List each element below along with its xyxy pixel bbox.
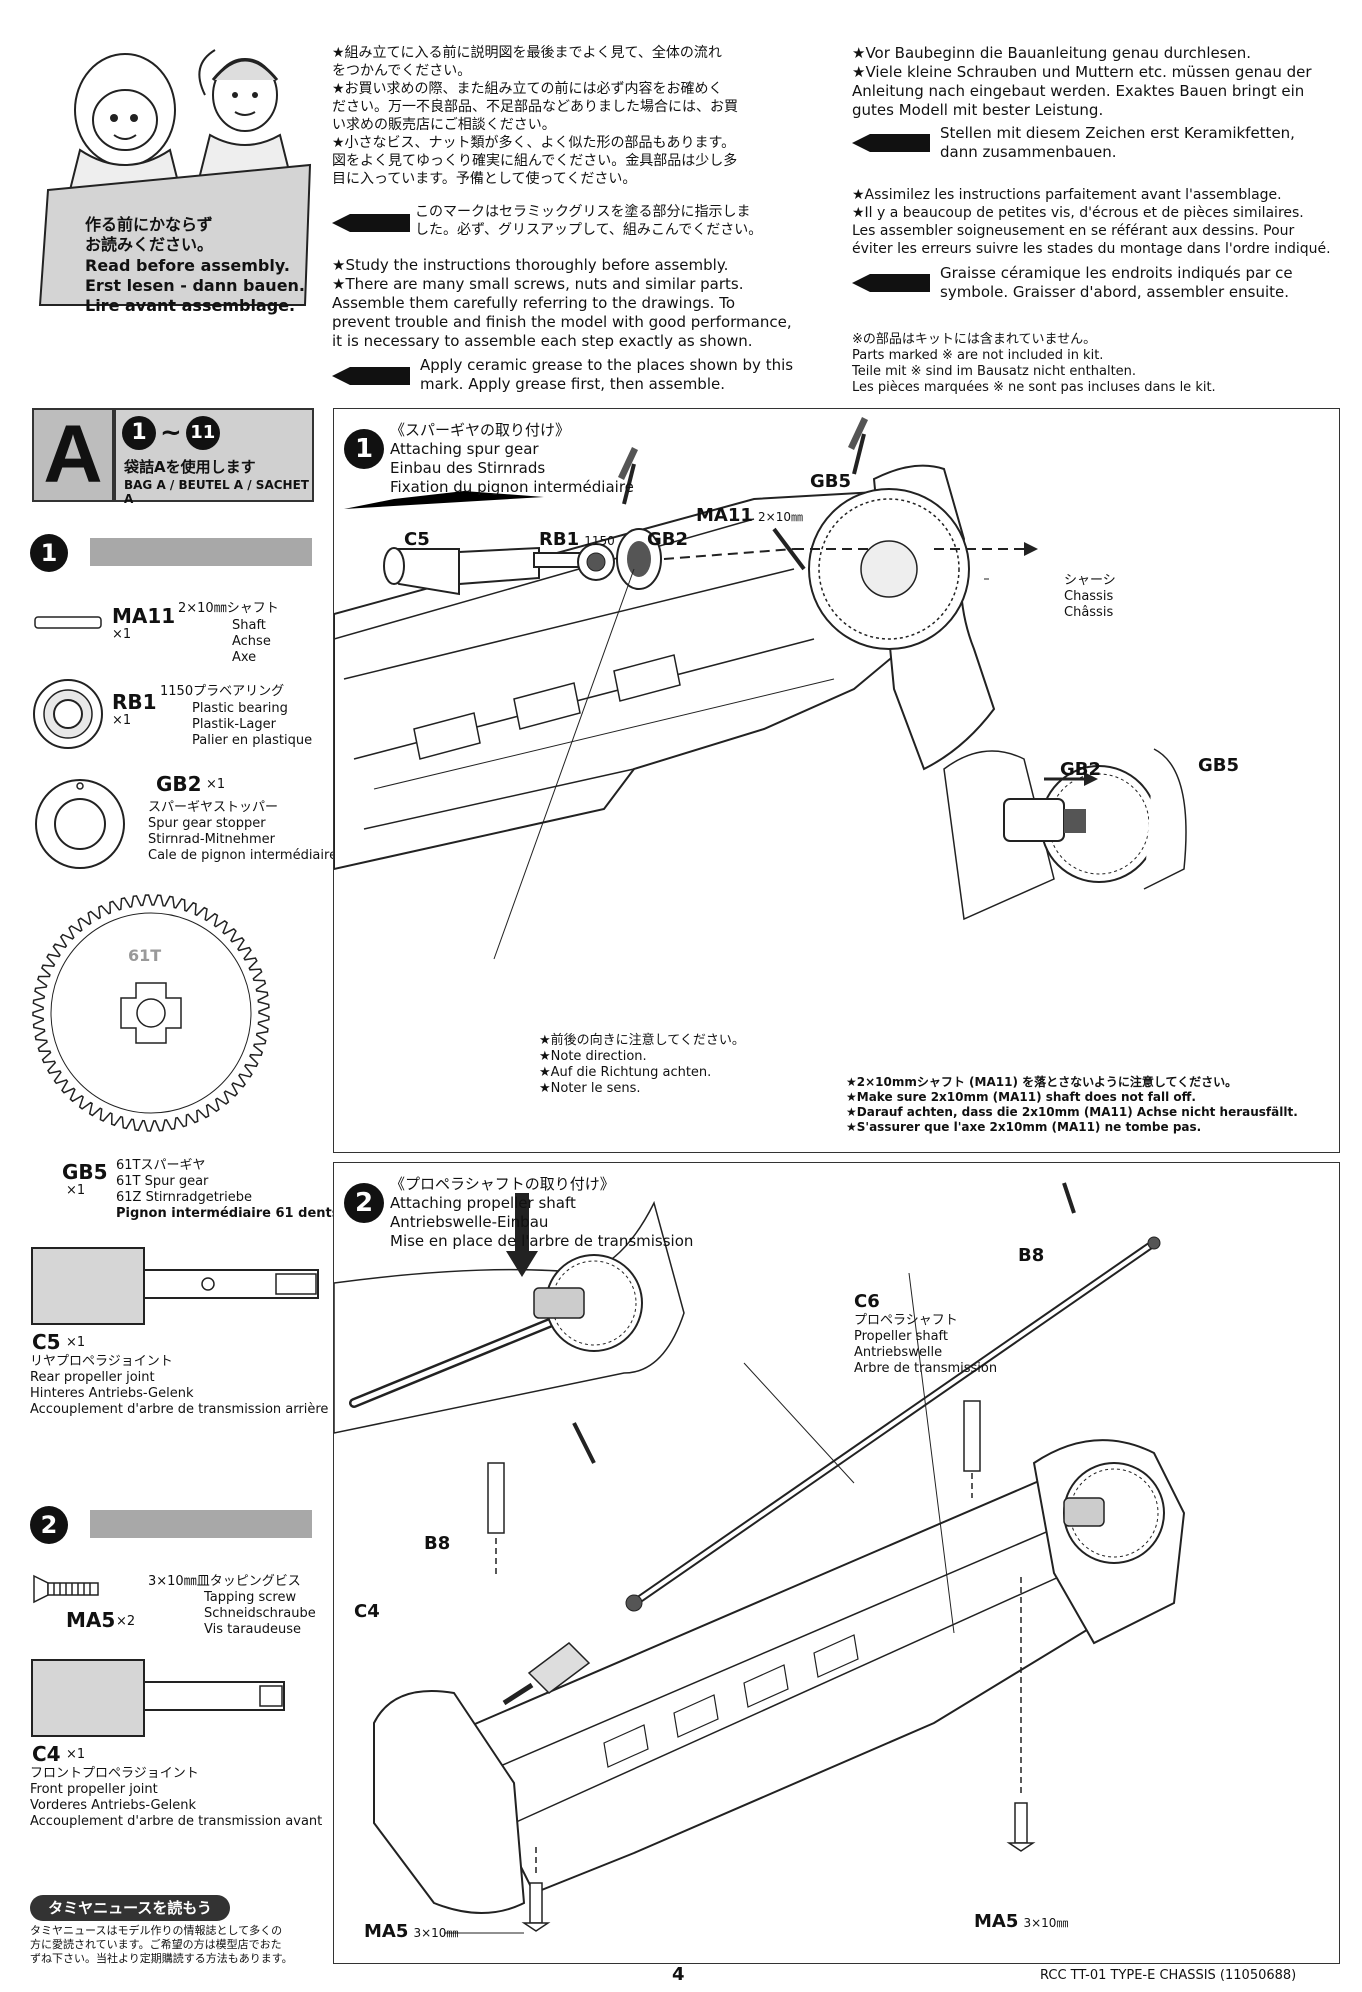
grease-icon — [852, 130, 932, 156]
label-ma5-right: MA5 3×10㎜ — [974, 1911, 1069, 1932]
step1-number: 1 — [344, 429, 384, 469]
label-b8-left: B8 — [424, 1533, 451, 1554]
ma11-code: MA11 — [112, 604, 176, 628]
ma5-code: MA5 — [66, 1608, 116, 1632]
gb2-code: GB2 — [156, 772, 202, 796]
step2-parts-header: 2 — [30, 1506, 312, 1544]
gb5-code: GB5 — [62, 1160, 108, 1184]
label-rb1: RB1 1150 — [539, 529, 615, 550]
gb5-desc: 61Tスパーギヤ 61T Spur gear 61Z Stirnradgetri… — [116, 1158, 340, 1221]
bag-info-box: 1 ~ 11 袋詰Aを使用します BAG A / BEUTEL A / SACH… — [114, 408, 314, 506]
c4-desc: フロントプロペラジョイント Front propeller joint Vord… — [30, 1766, 323, 1829]
ma11-jp: 2×10㎜シャフト — [178, 601, 279, 616]
c5-qty: ×1 — [66, 1335, 86, 1350]
step2-number: 2 — [344, 1183, 384, 1223]
fr-notes: ★Assimilez les instructions parfaitement… — [852, 187, 1331, 257]
label-gb5-inset: GB5 — [1198, 755, 1240, 776]
label-c5: C5 — [404, 529, 430, 550]
c5-joint-icon — [30, 1244, 326, 1328]
gb2-stopper-icon — [30, 772, 130, 872]
en-notes: ★Study the instructions thoroughly befor… — [332, 256, 792, 350]
range-to: 11 — [185, 416, 220, 450]
step2-panel: 2 《プロペラシャフトの取り付け》 Attaching propeller sh… — [333, 1162, 1340, 1964]
rb1-bearing-icon — [30, 676, 106, 752]
c4-joint-icon — [30, 1656, 326, 1740]
label-b8-right: B8 — [1018, 1245, 1045, 1266]
ma5-screw-icon — [32, 1574, 104, 1604]
step2-diagram — [334, 1182, 1186, 1934]
range-from: 1 — [122, 416, 156, 450]
ma11-desc: Shaft Achse Axe — [232, 618, 271, 665]
rb1-jp: 1150プラベアリング — [160, 684, 285, 699]
sign-jp: 作る前にかならず お読みください。 — [85, 215, 214, 254]
ma5-desc: Tapping screw Schneidschraube Vis taraud… — [204, 1590, 316, 1637]
jp-notes: ★組み立てに入る前に説明図を最後までよく見て、全体の流れ をつかんでください。 … — [332, 45, 738, 187]
gb2-desc: スパーギヤストッパー Spur gear stopper Stirnrad-Mi… — [148, 800, 338, 863]
label-ma5-left: MA5 3×10㎜ — [364, 1921, 459, 1942]
ma11-shaft-icon — [34, 614, 104, 632]
bag-label: BAG A / BEUTEL A / SACHET A — [124, 478, 309, 506]
step1-title: 《スパーギヤの取り付け》 Attaching spur gear Einbau … — [390, 421, 634, 496]
c4-qty: ×1 — [66, 1747, 86, 1762]
label-gb2-inset: GB2 — [1060, 759, 1102, 780]
rb1-desc: Plastic bearing Plastik-Lager Palier en … — [192, 701, 313, 748]
mascot-illustration — [30, 40, 320, 310]
c4-code: C4 — [32, 1742, 61, 1766]
label-gb2: GB2 — [647, 529, 689, 550]
label-gb5: GB5 — [810, 471, 852, 492]
grease-icon — [332, 210, 412, 236]
direction-note: ★前後の向きに注意してください。 ★Note direction. ★Auf d… — [539, 1033, 745, 1096]
gb2-qty: ×1 — [206, 777, 226, 792]
gb5-spur-gear-icon — [26, 888, 276, 1138]
gb5-qty: ×1 — [66, 1183, 86, 1198]
not-included-note: ※の部品はキットには含まれていません。 Parts marked ※ are n… — [852, 332, 1216, 395]
de-notes: ★Vor Baubeginn die Bauanleitung genau du… — [852, 44, 1312, 119]
footer-model: RCC TT-01 TYPE-E CHASSIS (11050688) — [1040, 1968, 1297, 1983]
bag-letter-box: A — [32, 408, 114, 502]
sign-text: Read before assembly. Erst lesen - dann … — [85, 256, 306, 315]
grease-icon — [332, 363, 412, 389]
gear-teeth-label: 61T — [128, 946, 162, 965]
tamiya-news-badge: タミヤニュースを読もう — [30, 1895, 230, 1921]
label-c4: C4 — [354, 1601, 380, 1622]
rb1-code: RB1 — [112, 690, 157, 714]
page-number: 4 — [672, 1964, 685, 1985]
c6-label: C6 プロペラシャフト Propeller shaft Antriebswell… — [854, 1291, 998, 1376]
chassis-label: シャーシ Chassis Châssis — [1064, 573, 1116, 620]
ma5-qty: ×2 — [116, 1614, 136, 1629]
label-ma11: MA11 2×10㎜ — [696, 505, 803, 526]
step1-panel: 1 《スパーギヤの取り付け》 Attaching spur gear Einba… — [333, 408, 1340, 1153]
en-grease-note: Apply ceramic grease to the places shown… — [420, 356, 794, 393]
bag-jp: 袋詰Aを使用します — [124, 458, 256, 476]
c5-code: C5 — [32, 1330, 61, 1354]
fr-grease-note: Graisse céramique les endroits indiqués … — [940, 264, 1293, 301]
rb1-qty: ×1 — [112, 713, 132, 728]
ma5-jp: 3×10㎜皿タッピングビス — [148, 1574, 301, 1589]
step1-diagram — [334, 417, 1187, 960]
shaft-note: ★2×10mmシャフト (MA11) を落とさないように注意してください。 ★M… — [846, 1075, 1298, 1134]
c5-desc: リヤプロペラジョイント Rear propeller joint Hintere… — [30, 1354, 329, 1417]
grease-icon — [852, 270, 932, 296]
step1-parts-header: 1 — [30, 534, 312, 572]
jp-grease-note: このマークはセラミックグリスを塗る部分に指示しま した。必ず、グリスアップして、… — [415, 204, 763, 238]
de-grease-note: Stellen mit diesem Zeichen erst Keramikf… — [940, 124, 1295, 161]
ma11-qty: ×1 — [112, 627, 132, 642]
tamiya-news-text: タミヤニュースはモデル作りの情報誌として多くの 方に愛読されています。ご希望の方… — [30, 1924, 293, 1965]
step2-title: 《プロペラシャフトの取り付け》 Attaching propeller shaf… — [390, 1175, 694, 1250]
